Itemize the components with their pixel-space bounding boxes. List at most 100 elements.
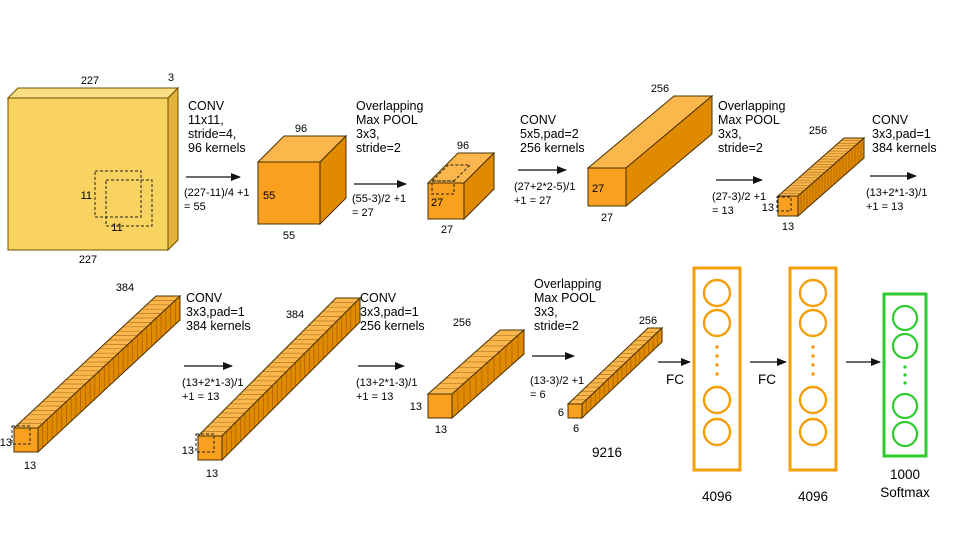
op-formula: = 55 (184, 201, 206, 213)
op-text: 384 kernels (186, 319, 251, 333)
input-height-label: 227 (79, 254, 97, 266)
fc-connection-2: FC (750, 358, 787, 387)
conv-window-dashed-1 (94, 170, 142, 218)
ellipsis-dot (903, 365, 907, 369)
box-front-face (567, 403, 583, 419)
op-formula: +1 = 13 (356, 391, 393, 403)
size-label: 13 (0, 437, 12, 449)
size-label: 13 (782, 221, 794, 233)
box-front-face (427, 182, 465, 220)
op-formula: (13-3)/2 +1 (530, 375, 584, 387)
box-front-face (427, 393, 453, 419)
layer-conv3-output: 384 13 13 (0, 282, 182, 472)
op-formula: +1 = 13 (866, 201, 903, 213)
op-text: 11x11, (188, 113, 224, 127)
neuron (798, 278, 828, 308)
size-label: 27 (592, 183, 604, 195)
box-front-face (197, 435, 223, 461)
box-front-face (13, 427, 39, 453)
fc-size-label: 4096 (798, 489, 828, 504)
kernel-size-label-left: 11 (81, 190, 92, 202)
op-formula: +1 = 13 (182, 391, 219, 403)
op-text: stride=4, (188, 127, 236, 141)
ellipsis-dot (715, 363, 719, 367)
op-text: 256 kernels (360, 319, 425, 333)
flatten-size-label: 9216 (592, 445, 622, 460)
op-formula: = 27 (352, 207, 374, 219)
input-front-face (7, 97, 169, 251)
fc-size-label: 4096 (702, 489, 732, 504)
neuron (702, 417, 732, 447)
op-text: CONV (360, 291, 397, 305)
size-label: 27 (601, 212, 613, 224)
op-text: Max POOL (356, 113, 418, 127)
op-text: CONV (186, 291, 223, 305)
op-text: CONV (872, 113, 909, 127)
input-width-label: 227 (81, 75, 99, 87)
neuron (702, 278, 732, 308)
op-text: 384 kernels (872, 141, 937, 155)
output-layer: 1000 Softmax (880, 292, 930, 500)
size-label: 13 (24, 460, 36, 472)
op-formula: = 6 (530, 389, 546, 401)
op-text: 3x3,pad=1 (872, 127, 931, 141)
op-formula: (27+2*2-5)/1 (514, 181, 575, 193)
box-front-face (257, 161, 321, 225)
input-depth-label: 3 (168, 72, 174, 84)
op-formula: = 13 (712, 205, 734, 217)
op-text: 256 kernels (520, 141, 585, 155)
ellipsis-dot (903, 373, 907, 377)
op-conv3: CONV 3x3,pad=1 384 kernels (13+2*1-3)/1 … (866, 113, 937, 213)
ellipsis-dot (811, 363, 815, 367)
op-text: 3x3, (534, 305, 558, 319)
op-text: Max POOL (534, 291, 596, 305)
neuron (891, 332, 919, 360)
op-formula: (227-11)/4 +1 (184, 187, 250, 199)
layer-pool2-output: 256 13 13 (762, 125, 866, 233)
size-label: 6 (558, 407, 564, 419)
input-top-face (6, 87, 180, 99)
ellipsis-dot (811, 354, 815, 358)
op-text: 3x3, (718, 127, 742, 141)
channels-label: 384 (116, 282, 134, 294)
layer-conv5-output: 256 13 13 (410, 317, 526, 436)
size-label: 27 (441, 224, 453, 236)
input-side-face (167, 86, 179, 252)
layer-conv4-output: 384 13 13 (182, 296, 362, 480)
neuron (798, 385, 828, 415)
op-conv5: CONV 3x3,pad=1 256 kernels (13+2*1-3)/1 … (356, 291, 425, 403)
softmax-label: Softmax (880, 485, 930, 500)
layer-conv2-output: 256 27 27 (586, 83, 714, 224)
size-label: 55 (263, 190, 275, 202)
size-label: 13 (410, 401, 422, 413)
op-formula: +1 = 27 (514, 195, 551, 207)
op-formula: (13+2*1-3)/1 (356, 377, 417, 389)
size-label: 13 (762, 202, 774, 214)
size-label: 27 (431, 197, 443, 209)
channels-label: 256 (453, 317, 471, 329)
fc-layer-1: 4096 (692, 266, 742, 504)
channels-label: 96 (295, 123, 307, 135)
op-text: 96 kernels (188, 141, 246, 155)
ellipsis-dot (811, 345, 815, 349)
op-text: Overlapping (356, 99, 423, 113)
ellipsis-dot (903, 381, 907, 385)
conv-window-dashed (11, 425, 31, 445)
op-formula: (55-3)/2 +1 (352, 193, 406, 205)
op-conv4: CONV 3x3,pad=1 384 kernels (13+2*1-3)/1 … (182, 291, 251, 403)
fc-label: FC (758, 372, 776, 387)
conv-window-dashed-2 (105, 179, 153, 227)
slice-hatching (434, 334, 519, 413)
box-front-face (587, 167, 627, 207)
op-text: Overlapping (534, 277, 601, 291)
layer-pool1-output: 96 27 27 (426, 140, 496, 236)
slice-hatching (18, 300, 176, 448)
op-conv1: CONV 11x11, stride=4, 96 kernels (227-11… (184, 99, 250, 213)
op-conv2: CONV 5x5,pad=2 256 kernels (27+2*2-5)/1 … (514, 113, 585, 207)
neuron (798, 308, 828, 338)
op-text: stride=2 (356, 141, 401, 155)
conv-window-dashed (195, 433, 215, 453)
neuron (891, 420, 919, 448)
kernel-size-label-bottom: 11 (111, 222, 122, 234)
op-text: CONV (188, 99, 225, 113)
